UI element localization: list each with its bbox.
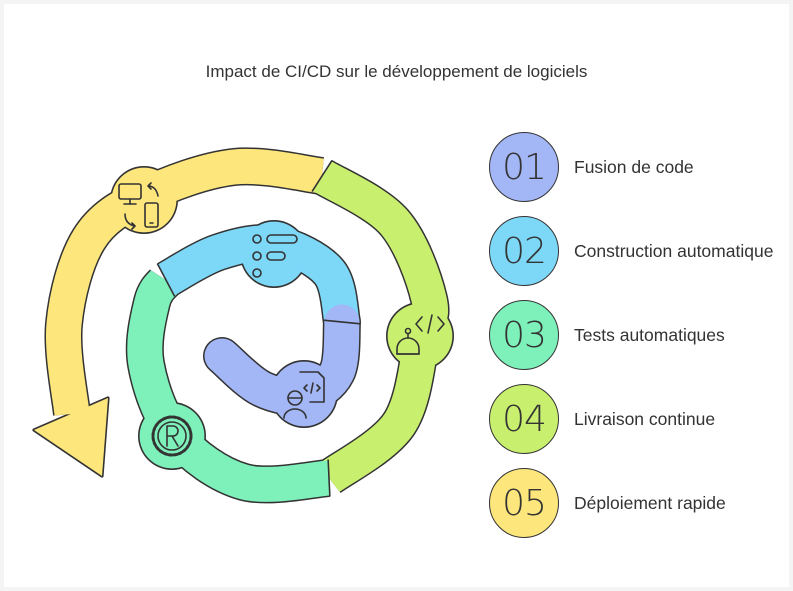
step-number: 05	[489, 468, 559, 538]
list-icon	[252, 234, 298, 278]
diagram-page: Impact de CI/CD sur le développement de …	[4, 4, 789, 587]
step-item-04: 04 Livraison continue	[484, 384, 784, 460]
diagram-title: Impact de CI/CD sur le développement de …	[205, 62, 588, 81]
step-item-02: 02 Construction automatique	[484, 216, 784, 292]
step-item-03: 03 Tests automatiques	[484, 300, 784, 376]
segment-deploiement	[46, 148, 325, 416]
segment-separator	[327, 459, 331, 497]
segment-separator	[311, 159, 333, 193]
developer-code-icon	[283, 371, 325, 419]
step-label: Tests automatiques	[574, 324, 725, 345]
icon-circle	[111, 167, 177, 233]
icon-circle	[271, 361, 337, 427]
icon-circle	[387, 303, 453, 369]
step-label: Fusion de code	[574, 156, 694, 177]
spiral-diagram	[32, 147, 454, 504]
step-item-05: 05 Déploiement rapide	[484, 468, 784, 544]
step-label: Construction automatique	[574, 240, 774, 261]
step-label: Déploiement rapide	[574, 492, 726, 513]
robot-code-icon	[396, 314, 445, 355]
step-number: 04	[489, 384, 559, 454]
rust-gear-icon	[151, 415, 193, 457]
devices-sync-icon	[118, 182, 159, 230]
step-number: 01	[489, 132, 559, 202]
step-item-01: 01 Fusion de code	[484, 132, 784, 208]
segment-separator	[156, 263, 176, 297]
icon-circle	[241, 221, 307, 287]
segment-separator	[323, 319, 361, 325]
arrow-head	[34, 398, 108, 476]
step-label: Livraison continue	[574, 408, 716, 429]
step-number: 03	[489, 300, 559, 370]
step-number: 02	[489, 216, 559, 286]
